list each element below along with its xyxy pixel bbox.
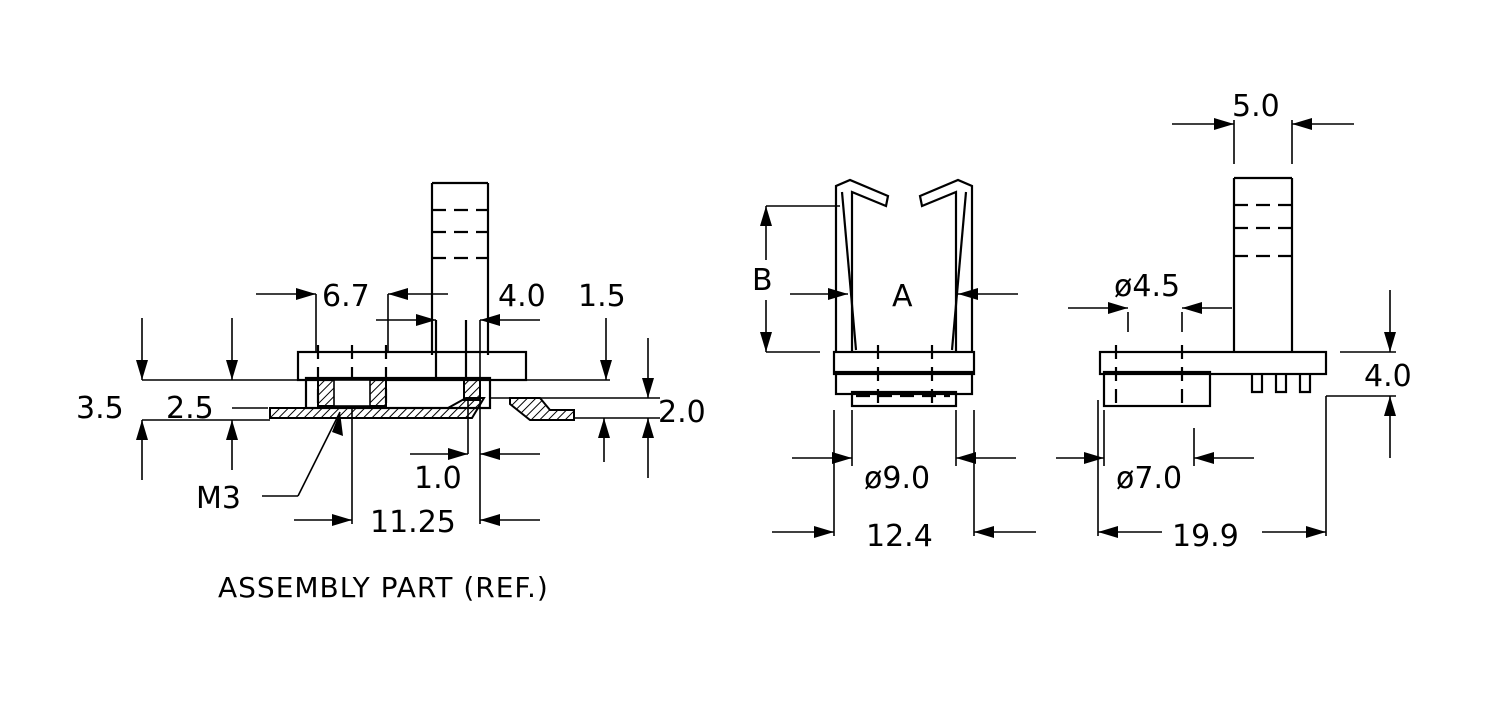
dim-12-4: 12.4 [866,519,933,554]
dim-4-0-right: 4.0 [1364,359,1412,394]
dim-5-0: 5.0 [1232,89,1280,124]
label-m3: M3 [196,481,241,516]
label-a: A [892,279,913,314]
dim-6-7: 6.7 [322,279,370,314]
dim-4-0-top: 4.0 [498,279,546,314]
clip-front-view: B A ø9.0 12.4 [752,178,1036,554]
dim-1-0: 1.0 [414,461,462,496]
dim-phi-9-0: ø9.0 [864,461,930,496]
dim-phi-4-5: ø4.5 [1114,269,1180,304]
dim-2-0: 2.0 [658,395,706,430]
side-view: 5.0 ø4.5 4.0 ø7.0 19.9 [1056,89,1412,554]
assembly-view: 6.7 4.0 1.5 3.5 2.5 [76,181,706,604]
dim-1-5: 1.5 [578,279,626,314]
caption-assembly: ASSEMBLY PART (REF.) [218,571,549,604]
dim-2-5: 2.5 [166,391,214,426]
dim-11-25: 11.25 [370,505,456,540]
label-b: B [752,263,773,298]
dim-phi-7-0: ø7.0 [1116,461,1182,496]
dim-19-9: 19.9 [1172,519,1239,554]
dim-3-5: 3.5 [76,391,124,426]
